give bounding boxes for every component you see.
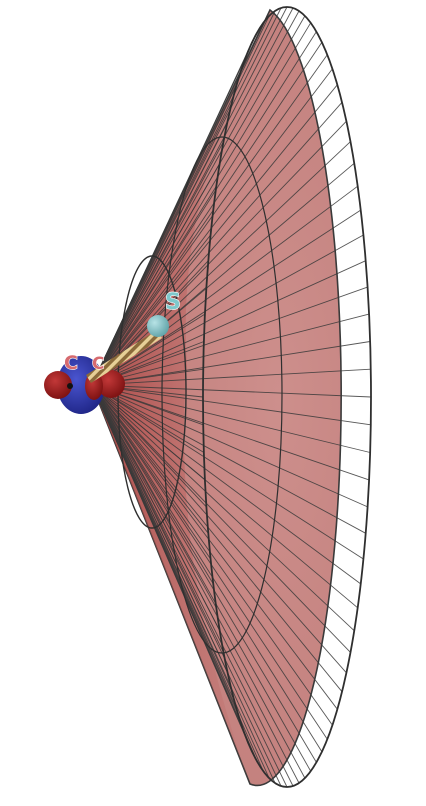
bond-stick — [86, 330, 162, 383]
cone-generator-line — [91, 384, 211, 560]
cone-generator-line — [91, 384, 361, 585]
cone-generator-line — [91, 384, 217, 609]
cone-generator-line — [91, 384, 347, 674]
molecule-model: S C C — [44, 289, 181, 414]
cone-generator-line — [91, 313, 370, 386]
ring-center-dot — [67, 383, 73, 389]
cone-generator-line — [91, 384, 333, 726]
cone-generator-line — [91, 384, 366, 534]
cone-generator-line — [91, 84, 338, 386]
carbon-atom-left — [44, 371, 72, 399]
cone-generator-line — [91, 384, 370, 481]
cone-generator-line — [91, 54, 328, 386]
cone-generator-line — [91, 384, 317, 763]
cone-generator-line — [91, 286, 368, 386]
cone-generator-line — [91, 384, 229, 673]
cone-generator-line — [91, 384, 206, 481]
cone-generator-line — [91, 384, 294, 787]
cone-generator-line — [91, 15, 306, 386]
cone-generator-line — [91, 384, 351, 653]
sulfur-atom — [147, 315, 169, 337]
cone-generator-line — [91, 31, 317, 386]
cone-generator-line — [91, 260, 366, 386]
cone-generator-lines — [91, 6, 372, 788]
cone-generator-line — [91, 102, 343, 386]
carbon-label-left: C — [64, 352, 78, 374]
cone-generator-line — [91, 384, 214, 585]
cone-surface — [91, 6, 372, 788]
cone-generator-line — [91, 384, 306, 779]
cone-generator-line — [91, 384, 323, 753]
cone-generator-line — [91, 384, 338, 710]
cone-generator-line — [91, 384, 372, 398]
cone-generator-line — [91, 368, 371, 386]
cone-generator-line — [91, 384, 343, 692]
cone-generator-line — [91, 384, 355, 632]
cone-shadow — [92, 10, 270, 784]
cone-generator-line — [91, 209, 361, 386]
cone-generator-line — [91, 384, 207, 508]
cone-generator-line — [91, 384, 238, 710]
cone-generator-line — [91, 384, 364, 560]
cone-generator-line — [91, 341, 371, 386]
cone-generator-line — [91, 10, 300, 386]
carbon-atom-right — [97, 370, 125, 398]
cone-generator-line — [91, 120, 347, 386]
cone-generator-line — [91, 384, 209, 534]
cone-generator-line — [91, 234, 364, 386]
cone-body — [91, 8, 342, 787]
cone-rim — [202, 6, 372, 788]
cone-generator-line — [91, 384, 371, 426]
cone-generator-line — [91, 384, 328, 740]
cone-generator-line — [91, 384, 233, 692]
carbon-label-right: C — [92, 354, 104, 374]
cone-generator-line — [91, 41, 323, 386]
cone-generator-line — [91, 384, 224, 653]
cone-generator-line — [91, 22, 312, 386]
cone-mid-ring — [161, 136, 283, 654]
cone-generator-line — [91, 384, 371, 453]
cone-generator-line — [91, 384, 312, 772]
cone-generator-line — [91, 7, 282, 386]
cone-generator-line — [91, 384, 368, 508]
cone-generator-line — [91, 6, 288, 386]
sulfur-label: S — [165, 290, 181, 315]
cone-generator-line — [91, 384, 221, 631]
cone-generator-line — [91, 7, 294, 386]
